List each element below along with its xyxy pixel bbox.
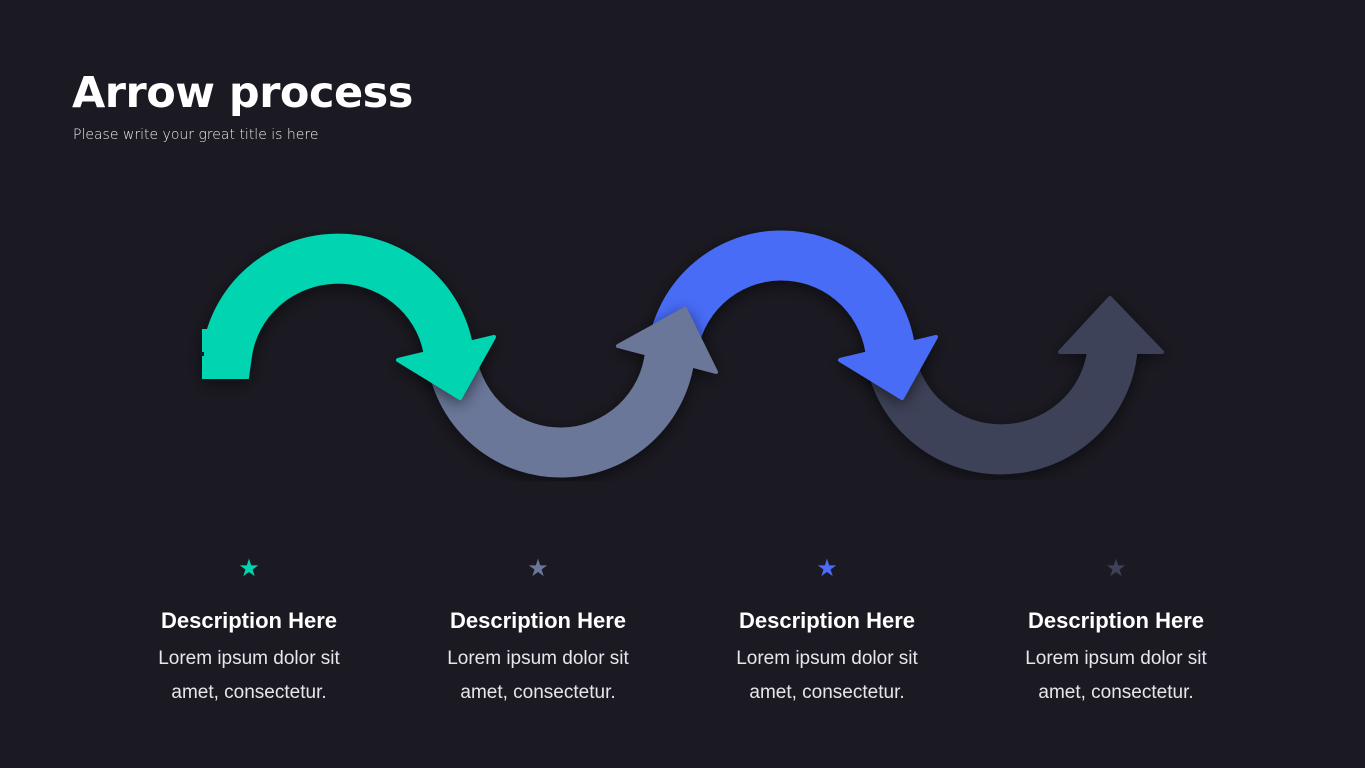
star-icon: ★ (816, 555, 838, 582)
star-icon: ★ (238, 555, 260, 582)
step-text-line1: Lorem ipsum dolor sit (736, 648, 918, 669)
page-title: Arrow process (72, 68, 413, 118)
step-text-line2: amet, consectetur. (749, 682, 905, 703)
step-4: ★ Description Here Lorem ipsum dolor sit… (986, 556, 1246, 710)
arrow-3-blue (647, 230, 938, 400)
star-icon: ★ (527, 555, 549, 582)
step-text-line2: amet, consectetur. (171, 682, 327, 703)
step-text-line1: Lorem ipsum dolor sit (158, 648, 340, 669)
arrow-2-slate (427, 307, 718, 478)
arrow-1-teal (202, 233, 496, 400)
step-3: ★ Description Here Lorem ipsum dolor sit… (697, 556, 957, 710)
arrow-4-dark (865, 296, 1164, 475)
step-text-line1: Lorem ipsum dolor sit (447, 648, 629, 669)
step-text-line2: amet, consectetur. (1038, 682, 1194, 703)
step-title: Description Here (1027, 608, 1205, 633)
step-title: Description Here (738, 608, 916, 633)
step-1: ★ Description Here Lorem ipsum dolor sit… (119, 556, 379, 710)
step-title: Description Here (449, 608, 627, 633)
step-title: Description Here (160, 608, 338, 633)
page-subtitle: Please write your great title is here (73, 127, 319, 143)
step-2: ★ Description Here Lorem ipsum dolor sit… (408, 556, 668, 710)
step-text-line1: Lorem ipsum dolor sit (1025, 648, 1207, 669)
step-text-line2: amet, consectetur. (460, 682, 616, 703)
star-icon: ★ (1105, 555, 1127, 582)
